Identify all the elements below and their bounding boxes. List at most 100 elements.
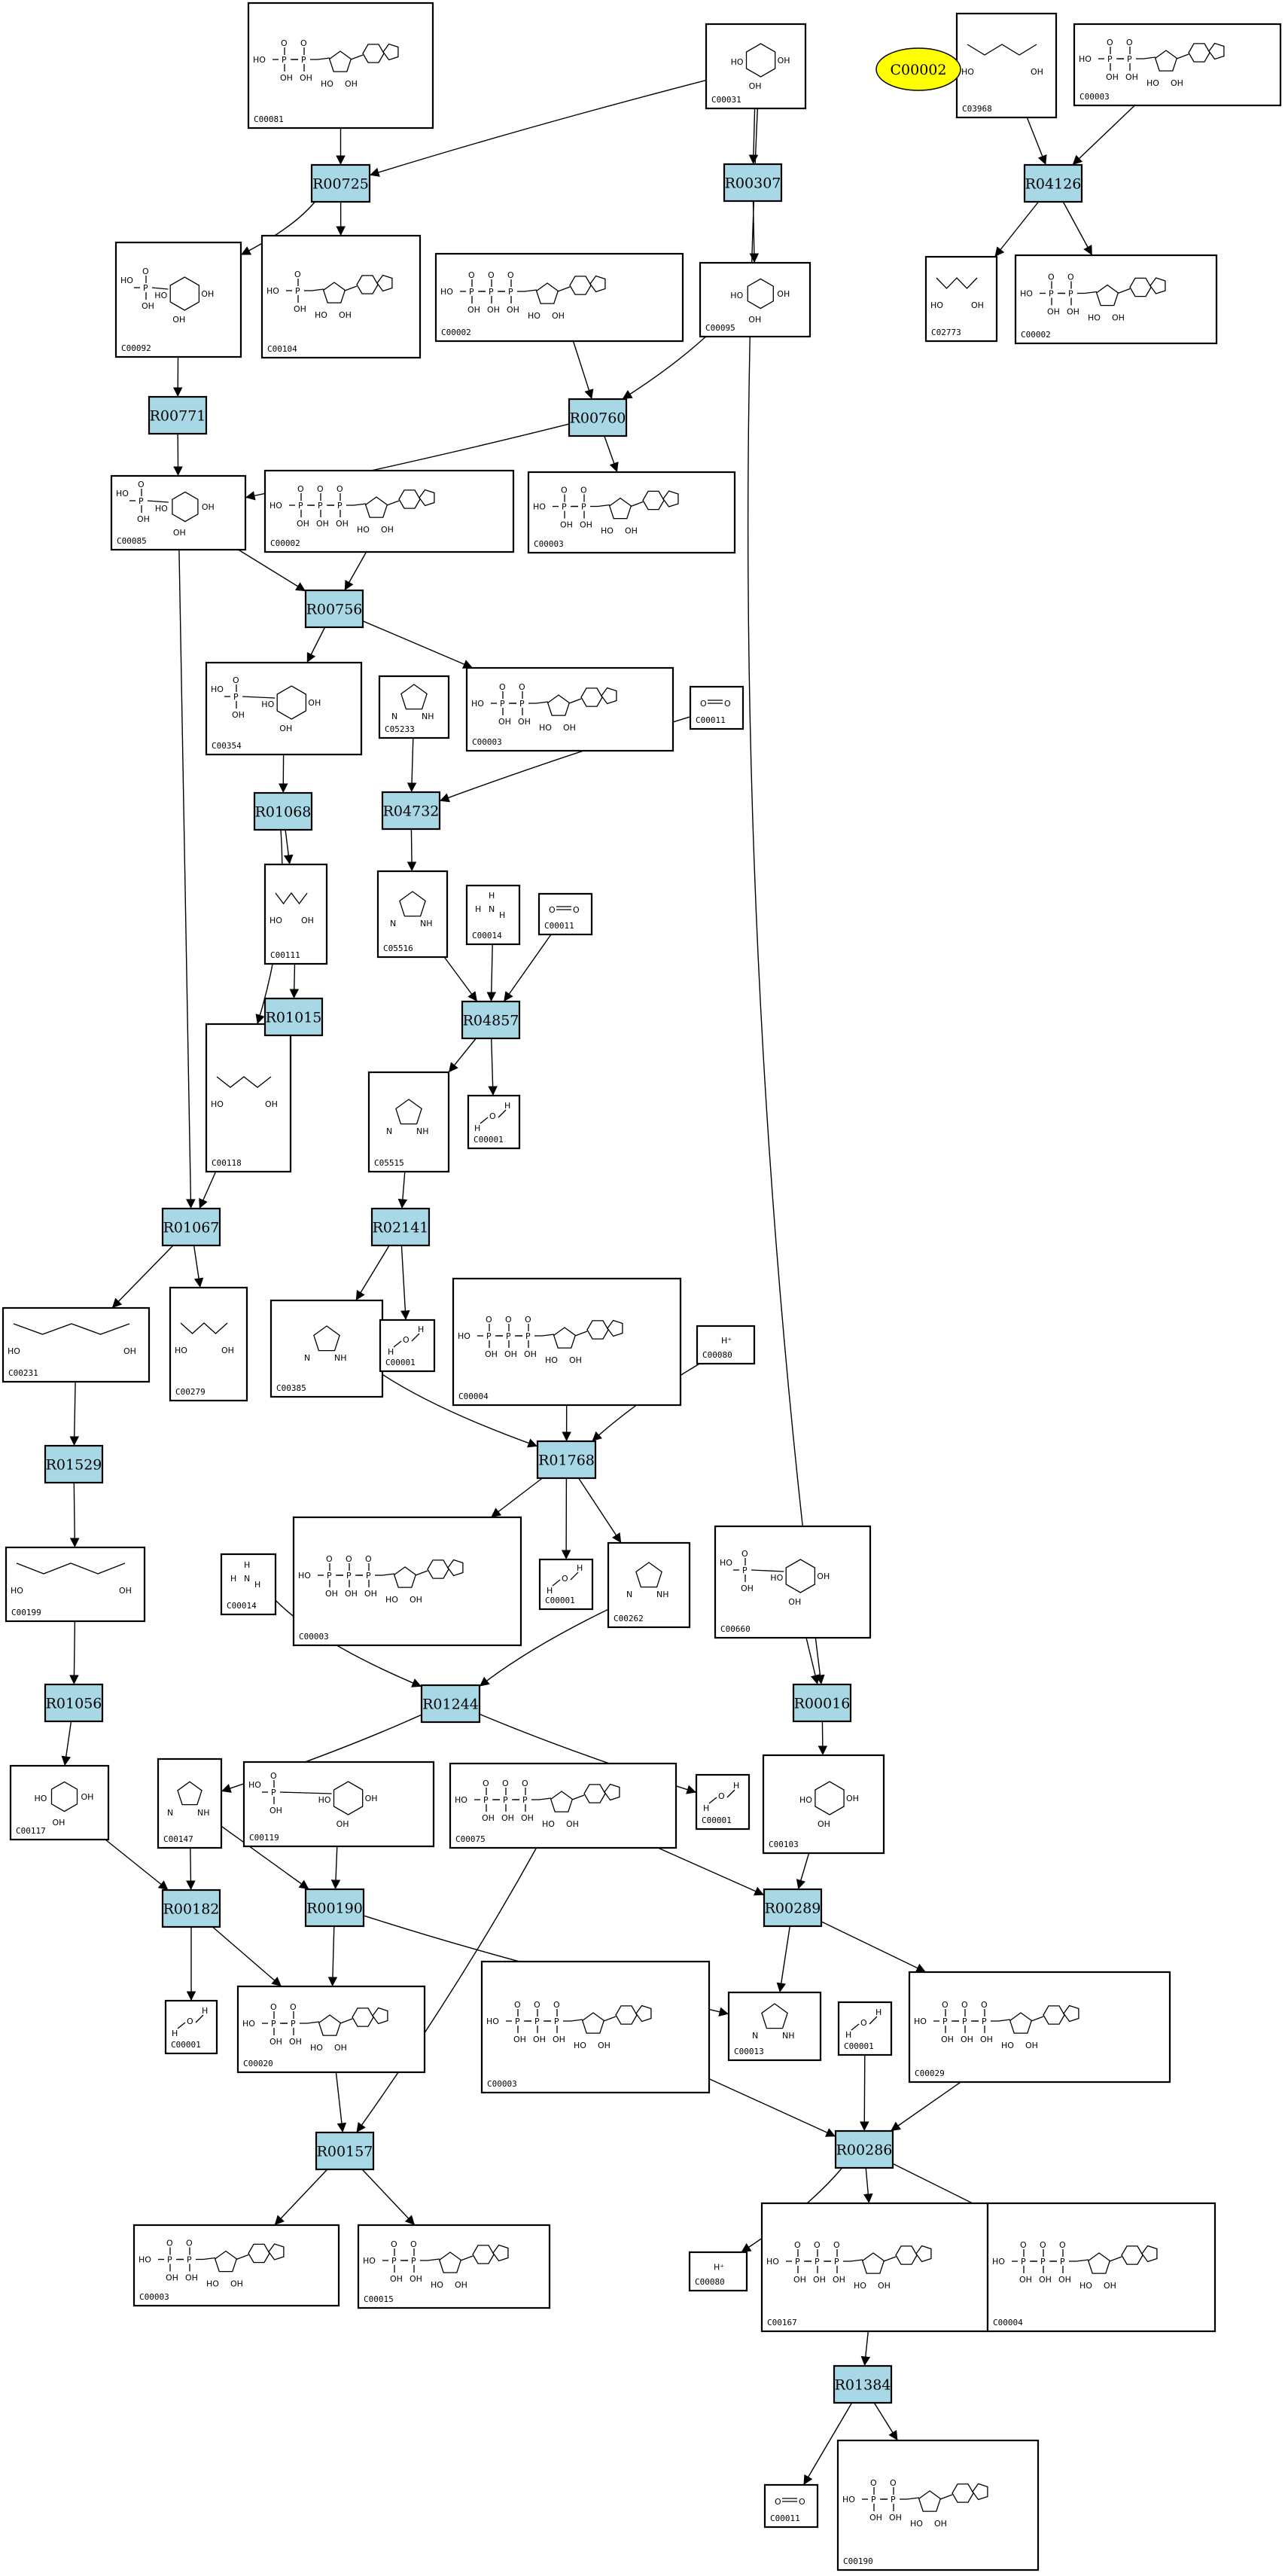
reaction-box: [381, 791, 441, 831]
reaction-label: R02141: [373, 1220, 429, 1236]
svg-text:P: P: [346, 1571, 352, 1581]
reaction-r01056[interactable]: R01056: [44, 1683, 104, 1723]
svg-text:OH: OH: [345, 79, 358, 89]
compound-label: C00001: [702, 1815, 732, 1825]
reaction-label: R01384: [835, 2377, 891, 2394]
reaction-r01529[interactable]: R01529: [44, 1444, 104, 1484]
reaction-r00289[interactable]: R00289: [763, 1888, 823, 1928]
reaction-r00157[interactable]: R00157: [315, 2131, 375, 2171]
reaction-r01067[interactable]: R01067: [161, 1207, 221, 1247]
reaction-r00771[interactable]: R00771: [148, 395, 208, 435]
svg-text:O: O: [1067, 273, 1074, 282]
reaction-r00756[interactable]: R00756: [304, 589, 364, 629]
svg-text:H: H: [418, 1325, 424, 1334]
reaction-r01768[interactable]: R01768: [536, 1440, 597, 1480]
compound-label: C00262: [614, 1614, 644, 1623]
edge-c00020-r00157: [335, 2071, 347, 2133]
reaction-r01015[interactable]: R01015: [263, 997, 324, 1037]
reaction-r00725[interactable]: R00725: [310, 163, 371, 203]
reaction-r01384[interactable]: R01384: [833, 2364, 893, 2404]
reaction-r04732[interactable]: R04732: [381, 791, 441, 831]
edge-c05515-r02141: [397, 1171, 408, 1209]
compound-c00080b[interactable]: H⁺C00080: [688, 2251, 748, 2292]
reaction-r00016[interactable]: R00016: [792, 1683, 852, 1723]
svg-text:OH: OH: [961, 2035, 973, 2044]
reaction-r00190[interactable]: R00190: [304, 1888, 365, 1928]
reaction-r00182[interactable]: R00182: [161, 1889, 221, 1928]
svg-text:O: O: [488, 270, 495, 280]
svg-text:P: P: [508, 287, 513, 297]
reaction-r00307[interactable]: R00307: [723, 163, 783, 203]
svg-text:OH: OH: [778, 56, 790, 66]
reaction-r00286[interactable]: R00286: [834, 2129, 894, 2169]
reaction-r00760[interactable]: R00760: [568, 398, 628, 437]
reaction-r04126[interactable]: R04126: [1023, 163, 1083, 203]
svg-text:P: P: [318, 501, 323, 511]
highlighted-compound[interactable]: C00002: [875, 47, 961, 91]
compound-c00080a[interactable]: H⁺C00080: [696, 1325, 756, 1365]
reaction-r01244[interactable]: R01244: [420, 1684, 481, 1724]
reaction-r01068[interactable]: R01068: [253, 791, 313, 831]
svg-text:HO: HO: [211, 684, 224, 694]
svg-text:HO: HO: [248, 1780, 261, 1790]
svg-text:HO: HO: [842, 2495, 855, 2504]
reaction-r02141[interactable]: R02141: [370, 1207, 431, 1247]
reaction-r04857[interactable]: R04857: [461, 1000, 521, 1040]
reaction-box: [370, 1207, 431, 1247]
